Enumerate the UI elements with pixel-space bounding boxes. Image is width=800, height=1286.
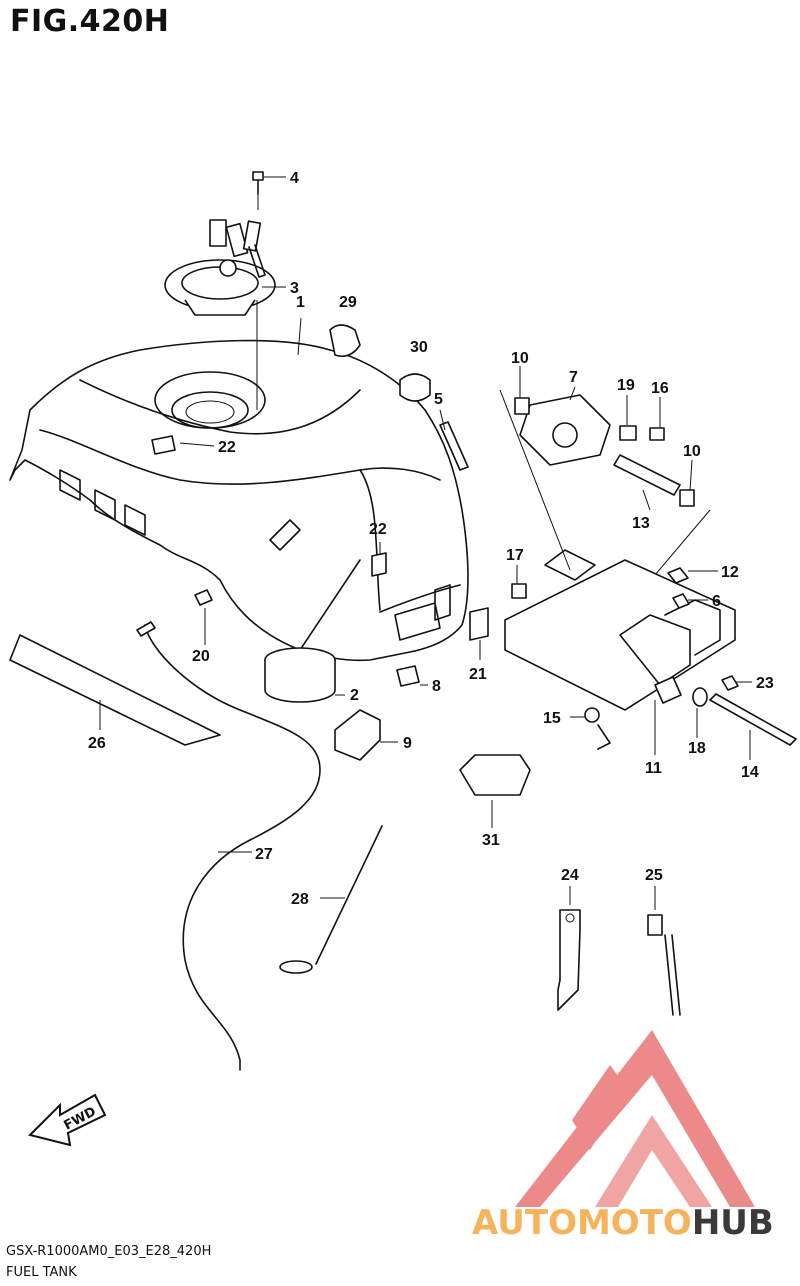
damper-part (194, 589, 213, 606)
callout-number: 30 (410, 339, 428, 356)
callout-number: 22 (369, 521, 387, 538)
plate-part (654, 676, 682, 704)
nut-part (672, 593, 690, 609)
fuel-tank-part (9, 339, 469, 662)
assembly-guide-line (499, 389, 571, 571)
callout-number: 21 (469, 666, 487, 683)
pipe-part (613, 454, 681, 496)
callout-number: 10 (511, 350, 529, 367)
plate-hole (552, 422, 578, 448)
callout-number: 25 (645, 867, 663, 884)
long-bolt-part (709, 693, 797, 746)
callout-number: 5 (434, 391, 443, 408)
callout-number: 13 (632, 515, 650, 532)
label-sticker-part (371, 552, 387, 577)
washer-part (692, 687, 708, 707)
hose-part (144, 624, 321, 1071)
callout-number: 26 (88, 735, 106, 752)
footer-name: FUEL TANK (6, 1265, 77, 1280)
callout-number: 24 (561, 867, 579, 884)
callout-number: 2 (350, 687, 359, 704)
callout-number: 9 (403, 735, 412, 752)
callout-number: 20 (192, 648, 210, 665)
callout-number: 16 (651, 380, 669, 397)
callout-number: 31 (482, 832, 500, 849)
bracket-part (334, 709, 381, 761)
cushion-part (396, 665, 420, 687)
label-sticker-part (151, 435, 176, 455)
callout-number: 6 (712, 593, 721, 610)
callout-number: 1 (296, 294, 305, 311)
band-part (557, 909, 581, 1011)
watermark-text-part: HUB (692, 1203, 774, 1243)
clamp-part (647, 914, 681, 1016)
callout-number: 27 (255, 846, 273, 863)
callout-number: 3 (290, 280, 299, 297)
callout-number: 28 (291, 891, 309, 908)
pad-part (459, 754, 531, 796)
plate-part (519, 394, 611, 466)
bolt-part (252, 171, 264, 195)
callout-number: 22 (218, 439, 236, 456)
callout-number: 23 (756, 675, 774, 692)
watermark-text-part: AUTOMOTO (472, 1203, 692, 1243)
rubber-band-part (264, 647, 336, 703)
callout-number: 8 (432, 678, 441, 695)
fwd-direction-badge: FWD (28, 1093, 107, 1147)
sheet-part (9, 634, 221, 746)
callout-number: 11 (645, 760, 662, 777)
rod-part (279, 825, 383, 974)
label-sticker-part (469, 607, 489, 641)
collar-part (679, 489, 695, 507)
footer-code: GSX-R1000AM0_E03_E28_420H (6, 1244, 212, 1259)
callout-number: 14 (741, 764, 759, 781)
leader-lines (99, 176, 752, 910)
callout-numbers: 1 2 3 4 5 6 7 8 9 10 10 11 12 13 14 15 1… (88, 170, 774, 908)
damper-part (511, 583, 527, 599)
screw-part (584, 707, 600, 723)
callout-number: 19 (617, 377, 635, 394)
cushion-part (399, 373, 431, 402)
bolt-part (649, 427, 665, 441)
fuel-cap-part (164, 219, 276, 316)
callout-number: 15 (543, 710, 561, 727)
watermark-text: AUTOMOTOHUB (472, 1203, 774, 1243)
callout-number: 4 (290, 170, 299, 187)
collar-part (514, 397, 530, 415)
callout-number: 29 (339, 294, 357, 311)
seal-part (439, 421, 469, 471)
nut-part (721, 675, 739, 691)
callout-number: 12 (721, 564, 739, 581)
grommet-part (619, 425, 637, 441)
hose-end-part (136, 621, 156, 637)
callout-number: 7 (569, 369, 578, 386)
watermark-logo (515, 1030, 755, 1207)
cushion-part (329, 324, 361, 358)
callout-number: 18 (688, 740, 706, 757)
callout-number: 17 (506, 547, 524, 564)
figure-title: FIG.420H (10, 4, 170, 39)
callout-number: 10 (683, 443, 701, 460)
clip-part (667, 567, 689, 584)
